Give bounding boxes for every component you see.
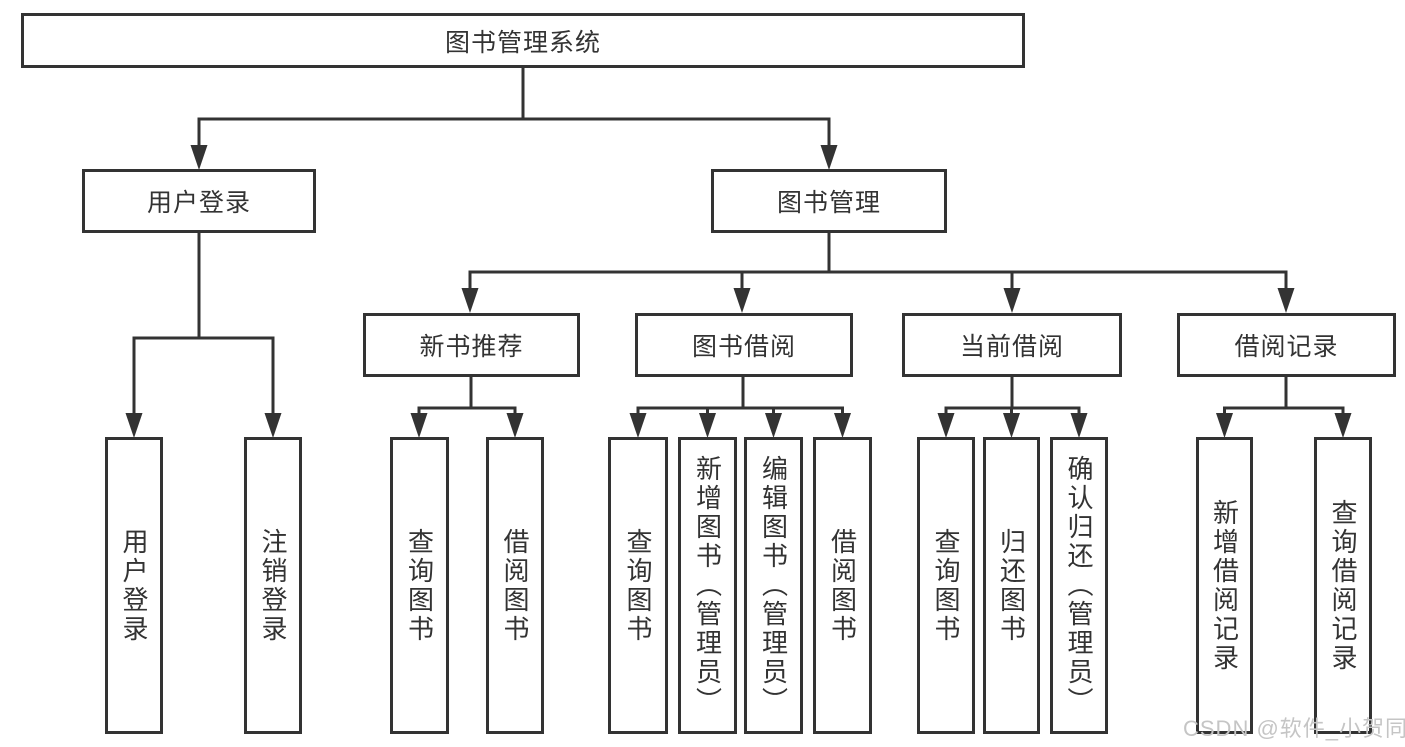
leaf-query-books: 查询图书 bbox=[608, 437, 668, 734]
node-borrow-records: 借阅记录 bbox=[1177, 313, 1396, 377]
watermark: CSDN @软件_小贺同学 bbox=[1183, 716, 1405, 741]
leaf-borrow-books: 借阅图书 bbox=[486, 437, 544, 734]
node-label: 用户登录 bbox=[146, 189, 251, 217]
node-label: 归还图书 bbox=[996, 527, 1027, 644]
node-label: 图书管理 bbox=[776, 189, 881, 217]
arrow-down-icon bbox=[765, 413, 782, 438]
leaf-logout: 注销登录 bbox=[244, 437, 302, 734]
node-label: 用户登录 bbox=[119, 527, 149, 644]
leaf-query-borrow-record: 查询借阅记录 bbox=[1314, 437, 1372, 734]
node-label: 新增图书（管理员） bbox=[692, 455, 723, 716]
node-new-book-recommend: 新书推荐 bbox=[363, 313, 580, 377]
leaf-query-books: 查询图书 bbox=[390, 437, 449, 734]
node-label: 新增借阅记录 bbox=[1209, 498, 1240, 673]
leaf-edit-books-admin: 编辑图书（管理员） bbox=[744, 437, 803, 734]
arrow-down-icon bbox=[699, 413, 716, 438]
node-book-management: 图书管理 bbox=[711, 169, 947, 233]
leaf-confirm-return-admin: 确认归还（管理员） bbox=[1050, 437, 1108, 734]
leaf-query-books: 查询图书 bbox=[917, 437, 975, 734]
node-label: 注销登录 bbox=[258, 527, 288, 644]
node-current-borrow: 当前借阅 bbox=[902, 313, 1122, 377]
node-label: 确认归还（管理员） bbox=[1064, 455, 1094, 716]
arrow-down-icon bbox=[1334, 413, 1352, 438]
arrow-down-icon bbox=[834, 413, 851, 438]
leaf-borrow-books: 借阅图书 bbox=[813, 437, 872, 734]
arrow-down-icon bbox=[733, 288, 751, 313]
node-book-borrow: 图书借阅 bbox=[635, 313, 853, 377]
leaf-add-books-admin: 新增图书（管理员） bbox=[678, 437, 737, 734]
arrow-down-icon bbox=[506, 413, 524, 438]
leaf-return-books: 归还图书 bbox=[983, 437, 1040, 734]
node-label: 查询借阅记录 bbox=[1328, 498, 1358, 673]
arrow-down-icon bbox=[461, 288, 479, 313]
leaf-add-borrow-record: 新增借阅记录 bbox=[1196, 437, 1253, 734]
node-label: 新书推荐 bbox=[419, 333, 524, 361]
node-label: 查询图书 bbox=[404, 527, 435, 644]
node-label: 借阅记录 bbox=[1234, 333, 1339, 361]
arrow-down-icon bbox=[1003, 288, 1021, 313]
node-label: 编辑图书（管理员） bbox=[758, 455, 789, 716]
node-label: 借阅图书 bbox=[827, 527, 858, 644]
node-label: 当前借阅 bbox=[959, 333, 1064, 361]
node-label: 图书借阅 bbox=[691, 333, 796, 361]
arrow-down-icon bbox=[1003, 413, 1020, 438]
node-label: 查询图书 bbox=[623, 527, 653, 644]
arrow-down-icon bbox=[629, 413, 647, 438]
arrow-down-icon bbox=[820, 145, 838, 170]
node-library-management-system: 图书管理系统 bbox=[21, 13, 1025, 68]
arrow-down-icon bbox=[190, 145, 208, 170]
leaf-user-login: 用户登录 bbox=[105, 437, 163, 734]
arrow-down-icon bbox=[410, 413, 428, 438]
arrow-down-icon bbox=[264, 413, 282, 438]
node-user-login: 用户登录 bbox=[82, 169, 316, 233]
arrow-down-icon bbox=[937, 413, 955, 438]
arrow-down-icon bbox=[125, 413, 143, 438]
arrow-down-icon bbox=[1070, 413, 1088, 438]
node-label: 图书管理系统 bbox=[444, 28, 601, 57]
node-label: 查询图书 bbox=[931, 527, 961, 644]
arrow-down-icon bbox=[1216, 413, 1233, 438]
node-label: 借阅图书 bbox=[500, 527, 530, 644]
arrow-down-icon bbox=[1277, 288, 1295, 313]
